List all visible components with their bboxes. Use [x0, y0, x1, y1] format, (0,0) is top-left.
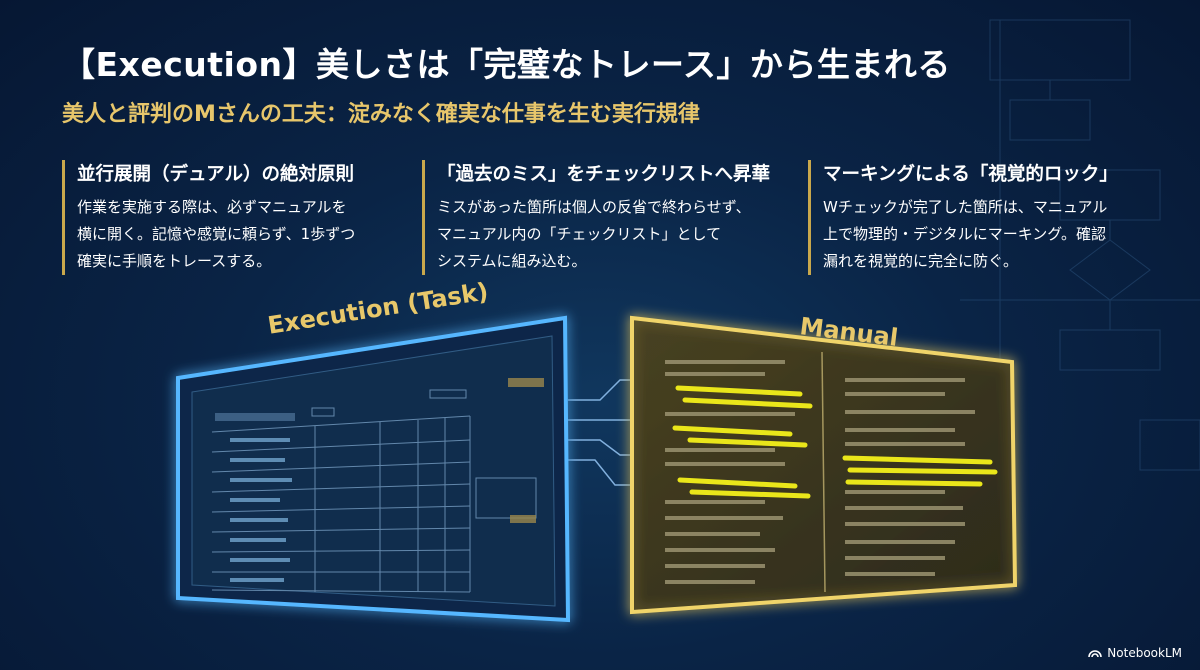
column-heading: 並行展開（デュアル）の絶対原則 [77, 164, 354, 185]
column-line: マニュアル内の「チェックリスト」として [437, 225, 722, 243]
column-line: Wチェックが完了した箇所は、マニュアル [823, 198, 1108, 216]
column-line: ミスがあった箇所は個人の反省で終わらせず、 [437, 198, 751, 216]
column-line: 横に開く。記憶や感覚に頼らず、1歩ずつ [77, 225, 356, 243]
column-line: システムに組み込む。 [437, 252, 587, 270]
notebooklm-brand: NotebookLM [1088, 646, 1182, 660]
column-checklist: 「過去のミス」をチェックリストへ昇華 ミスがあった箇所は個人の反省で終わらせず、… [422, 160, 771, 275]
column-line: 確実に手順をトレースする。 [77, 252, 272, 270]
column-body: Wチェックが完了した箇所は、マニュアル 上で物理的・デジタルにマーキング。確認 … [823, 194, 1153, 275]
notebooklm-logo-icon [1088, 650, 1103, 658]
column-body: ミスがあった箇所は個人の反省で終わらせず、 マニュアル内の「チェックリスト」とし… [437, 194, 767, 275]
slide-title: 【Execution】美しさは「完璧なトレース」から生まれる [62, 45, 951, 84]
column-heading: 「過去のミス」をチェックリストへ昇華 [437, 164, 771, 185]
execution-row-markers [230, 438, 292, 582]
column-line: 上で物理的・デジタルにマーキング。確認 [823, 225, 1107, 243]
connector-lines [568, 379, 632, 486]
manual-screen-content [665, 351, 975, 593]
slide-subtitle: 美人と評判のMさんの工夫：淀みなく確実な仕事を生む実行規律 [62, 102, 700, 127]
column-line: 作業を実施する際は、必ずマニュアルを [77, 198, 347, 216]
column-dual-principle: 並行展開（デュアル）の絶対原則 作業を実施する際は、必ずマニュアルを 横に開く。… [62, 160, 407, 275]
brand-name: NotebookLM [1107, 646, 1182, 660]
column-body: 作業を実施する際は、必ずマニュアルを 横に開く。記憶や感覚に頼らず、1歩ずつ 確… [77, 194, 407, 275]
column-heading: マーキングによる「視覚的ロック」 [823, 164, 1118, 185]
column-visual-lock: マーキングによる「視覚的ロック」 Wチェックが完了した箇所は、マニュアル 上で物… [808, 160, 1153, 275]
manual-highlight-marks [672, 385, 998, 499]
column-line: 漏れを視覚的に完全に防ぐ。 [823, 252, 1019, 270]
